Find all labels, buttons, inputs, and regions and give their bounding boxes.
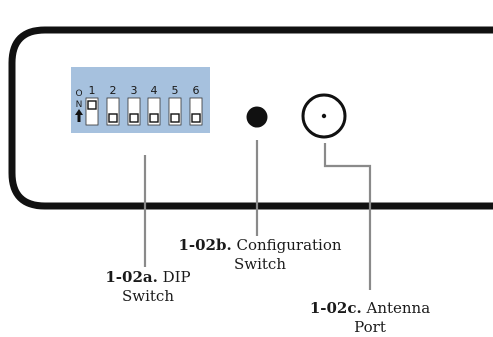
dip-switch-1[interactable] (85, 97, 99, 126)
dip-switch-4[interactable] (147, 97, 161, 126)
dip-switch-number-1: 1 (89, 84, 96, 97)
dip-switch-2[interactable] (106, 97, 120, 126)
configuration-switch-label-id: 1-02b. (178, 236, 232, 254)
dip-on-label-n: N (76, 100, 83, 110)
antenna-port-label-text: Antenna (366, 299, 431, 317)
dip-switch-number-2: 2 (110, 84, 117, 97)
configuration-switch-label-line1: 1-02b. Configuration (160, 236, 360, 255)
dip-switch-number-5: 5 (172, 84, 179, 97)
dip-switch-3[interactable] (127, 97, 141, 126)
antenna-leader-line (323, 143, 372, 290)
dip-switch-6[interactable] (189, 97, 203, 126)
dip-switch-label-text: DIP (162, 268, 191, 286)
device-panel-outline (8, 26, 493, 210)
configuration-switch-button[interactable] (246, 106, 268, 128)
antenna-port-label-line2: Port (354, 318, 386, 336)
dip-switch-label: 1-02a. DIP Switch (88, 268, 208, 306)
dip-switch-number-6: 6 (193, 84, 200, 97)
antenna-port-label: 1-02c. Antenna Port (290, 299, 450, 337)
dip-switch-label-line2: Switch (121, 287, 174, 305)
configuration-switch-label-line2: Switch (233, 255, 286, 273)
dip-on-label-o: O (75, 89, 82, 99)
dip-switch-label-id: 1-02a. (105, 268, 158, 286)
configuration-switch-label-text: Configuration (236, 236, 342, 254)
dip-switch-number-4: 4 (151, 84, 158, 97)
dip-switch-5[interactable] (168, 97, 182, 126)
configuration-switch-label: 1-02b. Configuration Switch (160, 236, 360, 274)
antenna-port-label-id: 1-02c. (309, 299, 362, 317)
dip-switch-number-3: 3 (131, 84, 138, 97)
on-arrow-icon (75, 109, 83, 122)
dip-switch-label-line1: 1-02a. DIP (88, 268, 208, 287)
antenna-port-center (321, 113, 327, 119)
antenna-port-label-line1: 1-02c. Antenna (290, 299, 450, 318)
